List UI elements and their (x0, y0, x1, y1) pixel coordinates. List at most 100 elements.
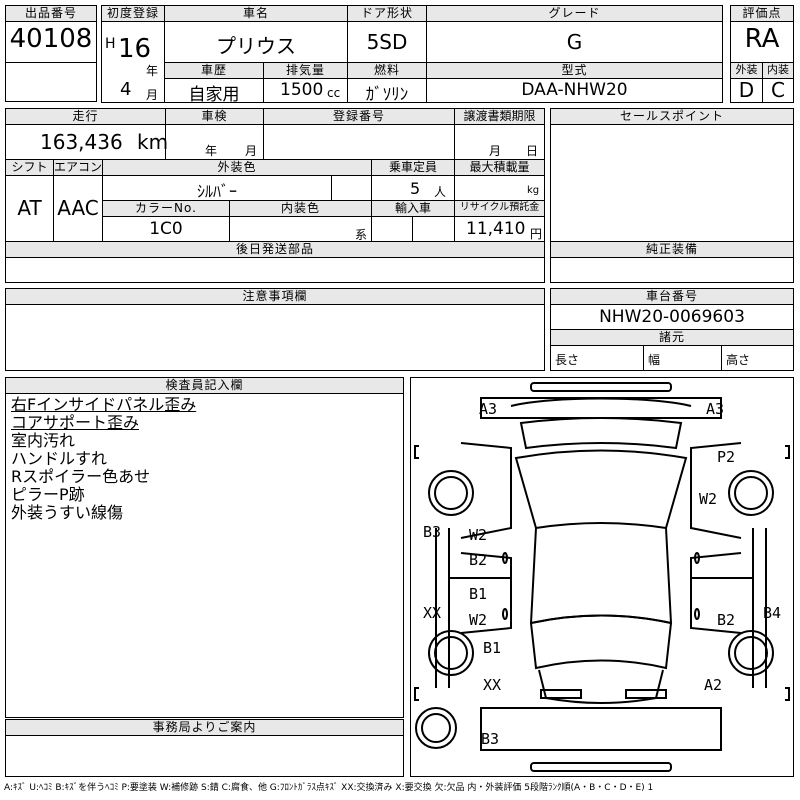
first-reg-label: 初度登録 (101, 5, 165, 22)
import-label: 輸入車 (371, 200, 455, 217)
office-label: 事務局よりご案内 (5, 719, 404, 736)
inspection-month-unit: 月 (245, 144, 258, 158)
car-diagram: A3 A3 P2 W2 B3 W2 B2 B1 W2 XX B4 B2 B1 X… (410, 377, 794, 777)
later-parts-label: 後日発送部品 (5, 241, 545, 258)
ext-color-label: 外装色 (102, 159, 372, 176)
transfer-day-unit: 日 (526, 144, 539, 158)
inspector-note: 右Fインサイドパネル歪み (11, 395, 197, 414)
inspector-label: 検査員記入欄 (5, 377, 404, 394)
car-name: プリウス (216, 34, 296, 58)
damage-mark: W2 (699, 490, 718, 508)
model-label: 型式 (426, 62, 723, 79)
reg-month: 4 (120, 79, 132, 100)
inspector-notes: 右Fインサイドパネル歪み コアサポート歪み 室内汚れ ハンドルすれ Rスポイラー… (11, 396, 196, 522)
import-box-b (412, 216, 455, 242)
inspection-year-unit: 年 (205, 144, 218, 158)
inspection-label: 車検 (165, 108, 264, 125)
ac-value: AAC (57, 196, 99, 220)
fuel-value: ｶﾞｿﾘﾝ (365, 85, 409, 105)
height-label: 高さ (726, 353, 751, 367)
damage-mark: B2 (717, 611, 736, 629)
year-unit: 年 (146, 64, 159, 78)
genuine-equipment-box (550, 257, 794, 283)
grade-label: グレード (426, 5, 723, 22)
inspector-note: 室内汚れ (11, 431, 76, 450)
recycle-unit: 円 (530, 227, 543, 241)
door-label: ドア形状 (347, 5, 427, 22)
damage-mark: A2 (704, 676, 723, 694)
car-outline (414, 382, 790, 772)
inspector-note: Rスポイラー色あせ (11, 467, 151, 486)
notes-box (5, 304, 545, 371)
max-load-label: 最大積載量 (454, 159, 545, 176)
int-color-label: 内装色 (229, 200, 372, 217)
damage-mark: B1 (483, 639, 502, 657)
shift-value: AT (17, 196, 42, 220)
inspector-note: コアサポート歪み (11, 413, 140, 432)
recycle-label: リサイクル預託金 (454, 200, 545, 217)
shift-label: シフト (5, 159, 54, 176)
damage-mark: P2 (717, 448, 736, 466)
damage-mark: B1 (469, 585, 488, 603)
exterior-grade: D (738, 78, 755, 102)
lot-no: 40108 (9, 24, 93, 54)
int-color-box (229, 216, 372, 242)
length-label: 長さ (555, 353, 580, 367)
ext-color-extra (331, 175, 372, 201)
damage-mark: B3 (423, 523, 442, 541)
inspector-note: 外装うすい線傷 (11, 503, 124, 522)
damage-mark: A3 (479, 400, 498, 418)
inspector-note: ピラーP跡 (11, 485, 85, 504)
mileage-label: 走行 (5, 108, 166, 125)
mileage-value: 163,436 (40, 130, 123, 154)
damage-mark: W2 (469, 611, 488, 629)
history-value: 自家用 (188, 85, 240, 105)
notes-label: 注意事項欄 (5, 288, 545, 305)
color-no-value: 1C0 (149, 219, 183, 239)
displacement-label: 排気量 (263, 62, 348, 79)
lot-no-blank (5, 62, 97, 102)
model-box (426, 78, 723, 103)
sales-point-box (550, 124, 794, 242)
grade-value: G (566, 30, 583, 54)
lot-no-label: 出品番号 (5, 5, 97, 22)
damage-mark: B4 (763, 604, 782, 622)
inspector-note: ハンドルすれ (11, 449, 108, 468)
damage-mark: A3 (706, 400, 725, 418)
capacity-value: 5 (410, 179, 421, 198)
exterior-grade-label: 外装 (730, 62, 763, 79)
interior-grade-box (762, 78, 794, 103)
score-label: 評価点 (730, 5, 794, 22)
model-value: DAA-NHW20 (521, 80, 628, 100)
int-color-unit: 系 (355, 228, 368, 242)
office-box (5, 735, 404, 777)
inspector-box (5, 393, 404, 718)
car-name-label: 車名 (164, 5, 348, 22)
damage-mark: XX (423, 604, 442, 622)
legend: A:ｷｽﾞ U:ﾍｺﾐ B:ｷｽﾞを伴うﾍｺﾐ P:要塗装 W:補修跡 S:錆 … (4, 783, 654, 793)
reg-no-label: 登録番号 (263, 108, 455, 125)
displacement-value: 1500 (280, 80, 324, 100)
mileage-unit: km (137, 130, 169, 154)
fuel-label: 燃料 (347, 62, 427, 79)
damage-mark: XX (483, 676, 502, 694)
reg-no-box (263, 124, 455, 160)
chassis-value: NHW20-0069603 (599, 307, 745, 327)
capacity-label: 乗車定員 (371, 159, 455, 176)
score-value: RA (744, 24, 780, 54)
chassis-label: 車台番号 (550, 288, 794, 305)
damage-mark: W2 (469, 526, 488, 544)
later-parts-box (5, 257, 545, 283)
displacement-unit: cc (327, 86, 341, 100)
height-box (721, 345, 794, 371)
month-unit: 月 (146, 88, 159, 102)
transfer-deadline-label: 譲渡書類期限 (454, 108, 545, 125)
width-label: 幅 (648, 353, 661, 367)
era: H (105, 36, 116, 52)
history-label: 車歴 (164, 62, 264, 79)
sales-point-label: セールスポイント (550, 108, 794, 125)
recycle-value: 11,410 (466, 219, 526, 239)
genuine-equipment-label: 純正装備 (550, 241, 794, 258)
reg-year: 16 (118, 34, 152, 64)
import-box-a (371, 216, 413, 242)
